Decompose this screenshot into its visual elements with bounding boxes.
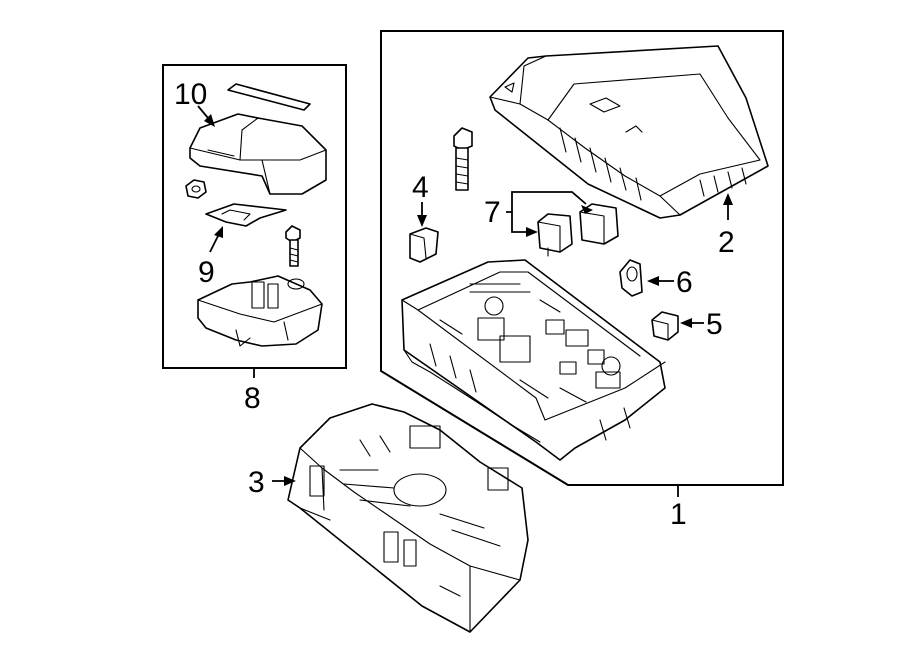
callout-4: 4: [412, 171, 429, 204]
callout-5: 5: [706, 308, 723, 341]
small-bolt: [285, 225, 301, 267]
callout-6: 6: [676, 266, 693, 299]
callout-8: 8: [244, 382, 261, 415]
callout-10: 10: [174, 78, 207, 111]
callout-2: 2: [718, 226, 735, 259]
bracket-part-9: [205, 203, 287, 227]
clip-part-4: [409, 227, 439, 263]
cap-part-5: [651, 311, 679, 341]
relay-left: [537, 213, 573, 257]
leader-10: [197, 105, 209, 119]
callout-7: 7: [484, 196, 501, 229]
assembly-1-frame: [380, 30, 784, 486]
relay-right: [579, 203, 619, 245]
connector-part-6: [619, 259, 643, 297]
callout-1: 1: [670, 498, 687, 531]
callout-3: 3: [248, 466, 265, 499]
fuse-box-lower-tray: [287, 403, 529, 633]
leader-9: [209, 235, 219, 253]
gasket-strip: [227, 83, 311, 111]
callout-9: 9: [198, 256, 215, 289]
fuse-relay-block: [401, 259, 666, 461]
fuse-box-cover: [489, 45, 769, 219]
mounting-bolt: [453, 127, 473, 191]
leader-7: [506, 191, 587, 213]
hex-nut: [185, 179, 207, 199]
terminal-base: [197, 275, 323, 347]
terminal-cover-part-10: [189, 113, 327, 195]
